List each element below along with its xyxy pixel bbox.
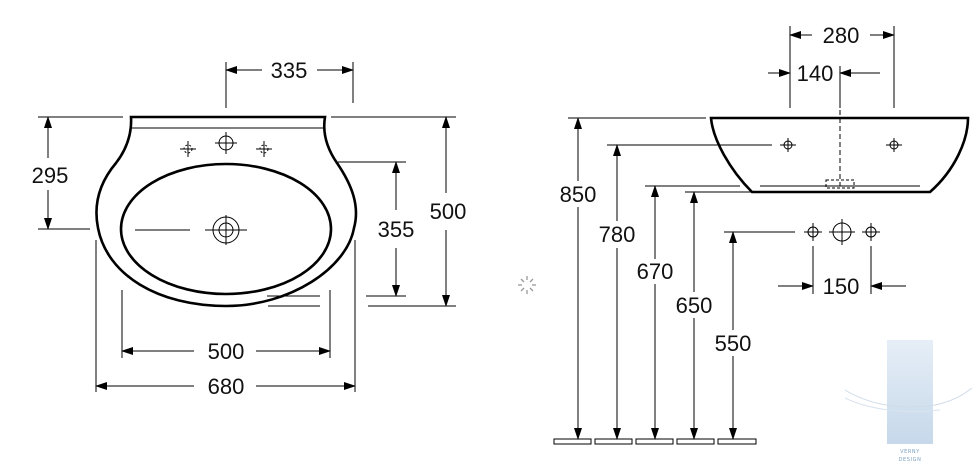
dim-295-label: 295 bbox=[32, 163, 69, 188]
side-view: 280 140 850 780 670 650 550 bbox=[553, 23, 970, 445]
tap-hole-icon bbox=[215, 132, 237, 154]
drain-icon bbox=[205, 215, 247, 245]
dim-650-label: 650 bbox=[676, 293, 713, 318]
dim-140-label: 140 bbox=[797, 61, 834, 86]
dim-150-label: 150 bbox=[823, 274, 860, 299]
watermark-line1: VERNY bbox=[900, 449, 920, 455]
watermark-line2: DESIGN bbox=[899, 457, 922, 463]
floor-line bbox=[553, 438, 757, 445]
optional-hole-right-icon bbox=[256, 141, 272, 157]
dim-335-label: 335 bbox=[271, 58, 308, 83]
dim-500h-label: 500 bbox=[208, 339, 245, 364]
dim-500v-label: 500 bbox=[430, 199, 467, 224]
dim-550-label: 550 bbox=[715, 331, 752, 356]
side-hole-left-icon bbox=[780, 138, 796, 152]
optional-hole-left-icon bbox=[180, 141, 196, 157]
loading-spinner-icon bbox=[518, 276, 536, 294]
fixing-point-right-icon bbox=[862, 223, 880, 241]
dim-355-label: 355 bbox=[378, 217, 415, 242]
basin-outline bbox=[95, 115, 358, 308]
fixing-point-left-icon bbox=[804, 223, 822, 241]
dim-670-label: 670 bbox=[637, 259, 674, 284]
fixing-point-center-icon bbox=[829, 219, 855, 245]
dim-850-label: 850 bbox=[560, 182, 597, 207]
front-view: 335 295 355 500 500 680 bbox=[32, 58, 467, 399]
dim-780-label: 780 bbox=[599, 222, 636, 247]
dim-680-label: 680 bbox=[208, 374, 245, 399]
side-hole-right-icon bbox=[886, 138, 902, 152]
watermark-logo: VERNY DESIGN bbox=[844, 340, 973, 463]
dim-280-label: 280 bbox=[823, 23, 860, 48]
side-basin-outline bbox=[709, 116, 970, 194]
inner-bowl bbox=[119, 162, 333, 296]
